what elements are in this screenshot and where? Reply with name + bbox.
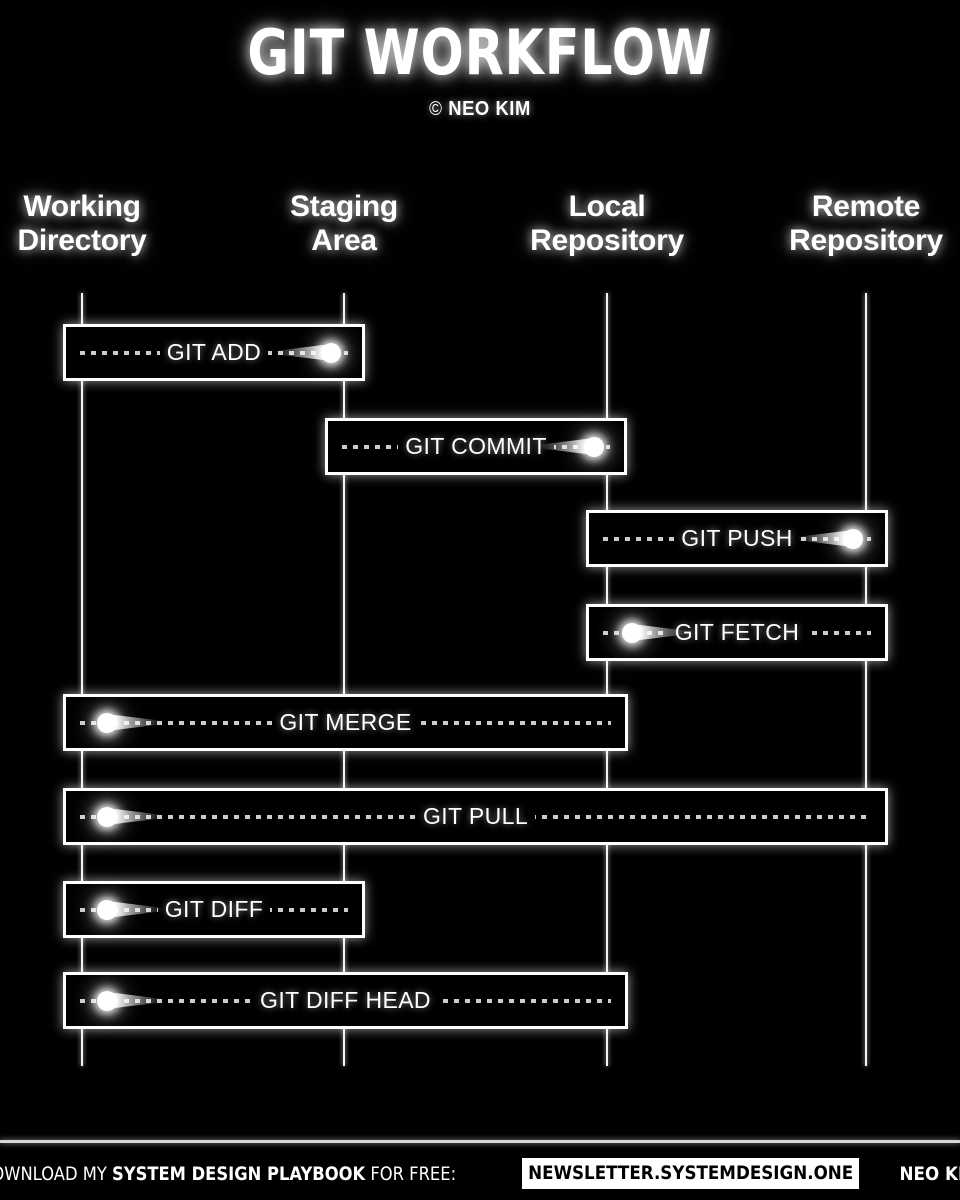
comet-tail xyxy=(111,714,163,731)
lifeline-local-repository xyxy=(606,293,608,1066)
message-label: GIT PULL xyxy=(415,803,536,830)
message-label: GIT MERGE xyxy=(272,709,419,736)
arrow-head-left-icon xyxy=(622,620,692,646)
footer-author: NEO KIM xyxy=(900,1162,960,1185)
arrow-head-right-icon xyxy=(534,434,604,460)
message-git-push[interactable]: GIT PUSH xyxy=(586,510,888,567)
comet-tail xyxy=(636,624,688,641)
footer-text-prefix: DOWNLOAD MY xyxy=(0,1162,107,1185)
message-label: GIT FETCH xyxy=(667,619,807,646)
comet-dot xyxy=(622,622,642,643)
footer-text: DOWNLOAD MY SYSTEM DESIGN PLAYBOOK FOR F… xyxy=(0,1163,456,1185)
comet-tail xyxy=(111,992,163,1009)
page-title: GIT WORKFLOW xyxy=(247,16,713,89)
comet-dot xyxy=(584,436,604,457)
lifeline-remote-repository xyxy=(865,293,867,1066)
arrow-head-left-icon xyxy=(97,897,167,923)
message-git-diff-head[interactable]: GIT DIFF HEAD xyxy=(63,972,628,1029)
comet-dot xyxy=(321,342,341,363)
lane-header-line1: Local xyxy=(568,190,646,223)
comet-dot xyxy=(97,712,117,733)
comet-tail xyxy=(797,530,849,547)
comet-dot xyxy=(843,528,863,549)
byline-name: NEO KIM xyxy=(448,98,531,120)
footer-divider xyxy=(0,1140,960,1143)
comet-tail xyxy=(111,901,163,918)
footer-text-suffix: FOR FREE: xyxy=(365,1162,457,1185)
footer: DOWNLOAD MY SYSTEM DESIGN PLAYBOOK FOR F… xyxy=(0,1158,960,1189)
message-git-commit[interactable]: GIT COMMIT xyxy=(325,418,627,475)
message-git-fetch[interactable]: GIT FETCH xyxy=(586,604,888,661)
lane-header-line1: Remote xyxy=(811,190,921,223)
byline: © NEO KIM xyxy=(38,98,921,121)
lane-header-line2: Repository xyxy=(530,223,684,257)
footer-text-bold: SYSTEM DESIGN PLAYBOOK xyxy=(112,1162,366,1185)
lane-header-line1: Working xyxy=(23,190,141,223)
arrow-head-left-icon xyxy=(97,710,167,736)
lane-header-line2: Directory xyxy=(17,223,147,257)
message-git-diff[interactable]: GIT DIFF xyxy=(63,881,365,938)
lifeline-working-directory xyxy=(81,293,83,1066)
page-header: GIT WORKFLOW © NEO KIM xyxy=(0,0,960,121)
message-label: GIT DIFF xyxy=(157,896,271,923)
message-git-add[interactable]: GIT ADD xyxy=(63,324,365,381)
arrow-head-left-icon xyxy=(97,804,167,830)
arrow-head-right-icon xyxy=(271,340,341,366)
newsletter-url-badge[interactable]: NEWSLETTER.SYSTEMDESIGN.ONE xyxy=(522,1158,860,1189)
comet-dot xyxy=(97,990,117,1011)
lane-header-line2: Repository xyxy=(789,223,943,257)
arrow-head-right-icon xyxy=(793,526,863,552)
lifeline-staging-area xyxy=(343,293,345,1066)
lane-header-line1: Staging xyxy=(290,190,398,223)
lane-header-line2: Area xyxy=(311,223,377,257)
arrow-head-left-icon xyxy=(97,988,167,1014)
message-label: GIT DIFF HEAD xyxy=(253,987,438,1014)
copyright-icon: © xyxy=(429,99,443,120)
message-git-pull[interactable]: GIT PULL xyxy=(63,788,888,845)
message-label: GIT ADD xyxy=(159,339,269,366)
message-label: GIT PUSH xyxy=(674,525,800,552)
comet-tail xyxy=(538,438,590,455)
comet-tail xyxy=(111,808,163,825)
message-git-merge[interactable]: GIT MERGE xyxy=(63,694,628,751)
comet-tail xyxy=(275,344,327,361)
comet-dot xyxy=(97,806,117,827)
comet-dot xyxy=(97,899,117,920)
message-label: GIT COMMIT xyxy=(398,433,554,460)
